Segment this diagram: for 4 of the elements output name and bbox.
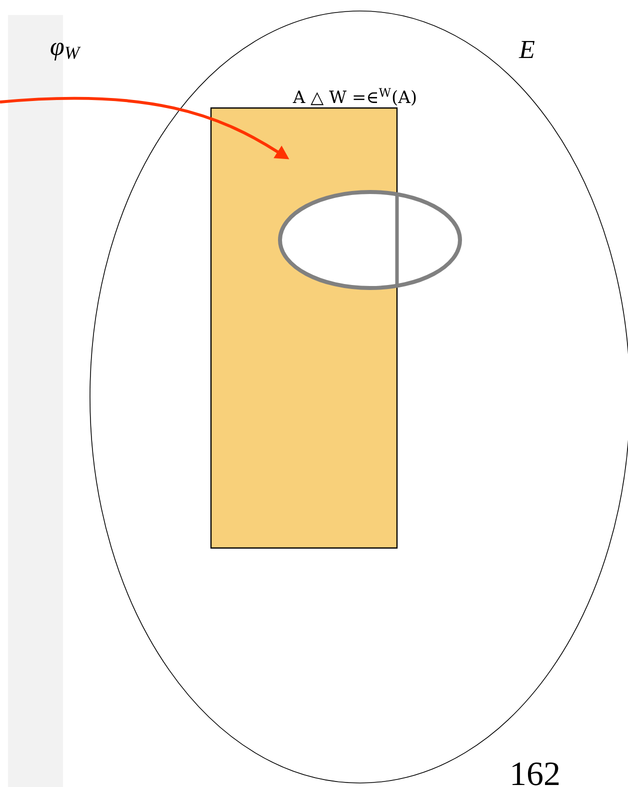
node-label: A △ W =∈$^{W}$(A) — [292, 88, 416, 106]
page-number: 162 — [512, 762, 559, 786]
edge-label: φ$_{W}$ — [50, 42, 81, 61]
loop-drawing — [278, 190, 462, 290]
